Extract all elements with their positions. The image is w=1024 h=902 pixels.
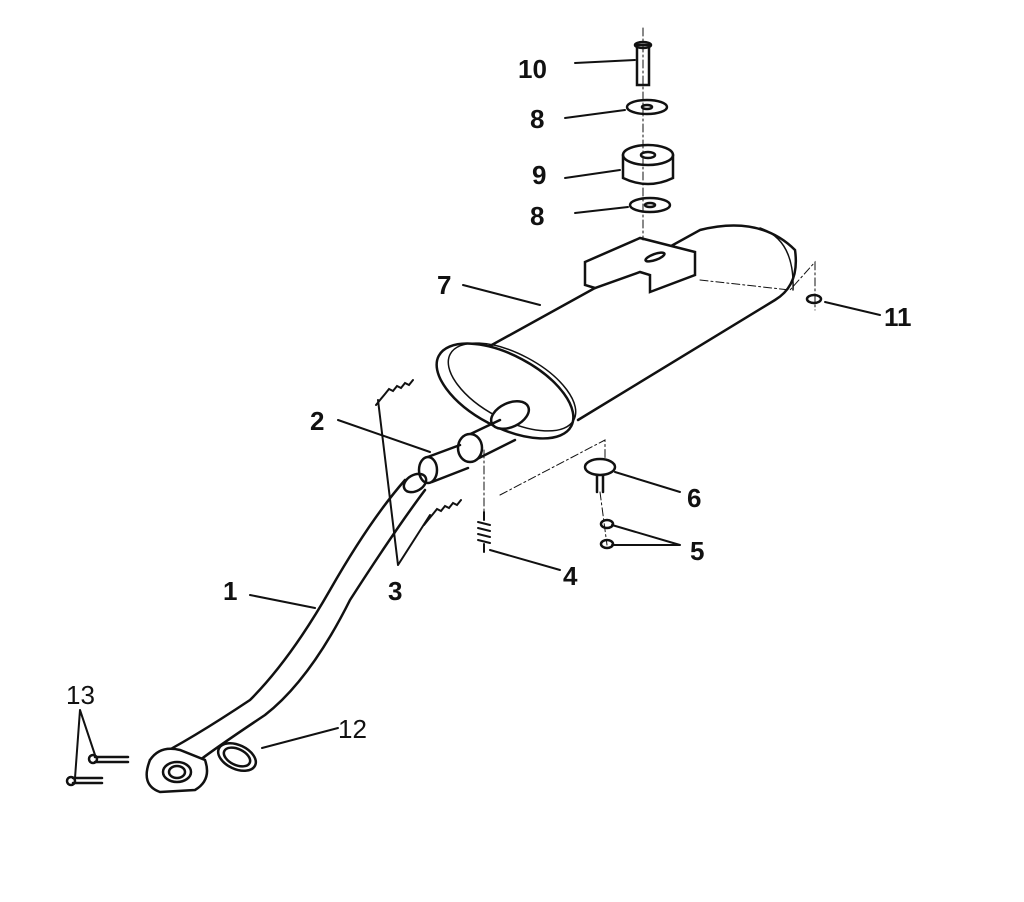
part-11-nut [805,293,823,305]
callout-9: 9 [532,160,547,190]
part-12-gasket [216,741,258,773]
callout-12: 12 [338,714,367,744]
part-6-mount-bolt [583,457,617,494]
leader-lines [74,59,881,779]
part-9-rubber-mount [621,143,675,186]
muffler-inlet [456,399,531,464]
part-3-springs [375,379,462,526]
callout-8-top: 8 [530,104,545,134]
callout-13: 13 [66,680,95,710]
muffler-bracket [583,236,697,294]
part-13-bolts [65,753,130,787]
callout-2: 2 [310,406,325,436]
callout-7: 7 [437,270,452,300]
callout-1: 1 [223,576,238,606]
part-8-washer-top [625,98,669,116]
callout-5: 5 [690,536,705,566]
callout-11: 11 [884,302,912,332]
callout-6: 6 [687,483,702,513]
callout-10: 10 [518,54,547,84]
part-1-exhaust-pipe [148,472,428,762]
assembly-centerlines [483,27,816,546]
part-8-washer-bottom [628,196,672,214]
callout-3: 3 [388,576,403,606]
callout-4: 4 [563,561,578,591]
flange [145,747,209,794]
callout-8-bottom: 8 [530,201,545,231]
part-4-spring [477,511,491,553]
